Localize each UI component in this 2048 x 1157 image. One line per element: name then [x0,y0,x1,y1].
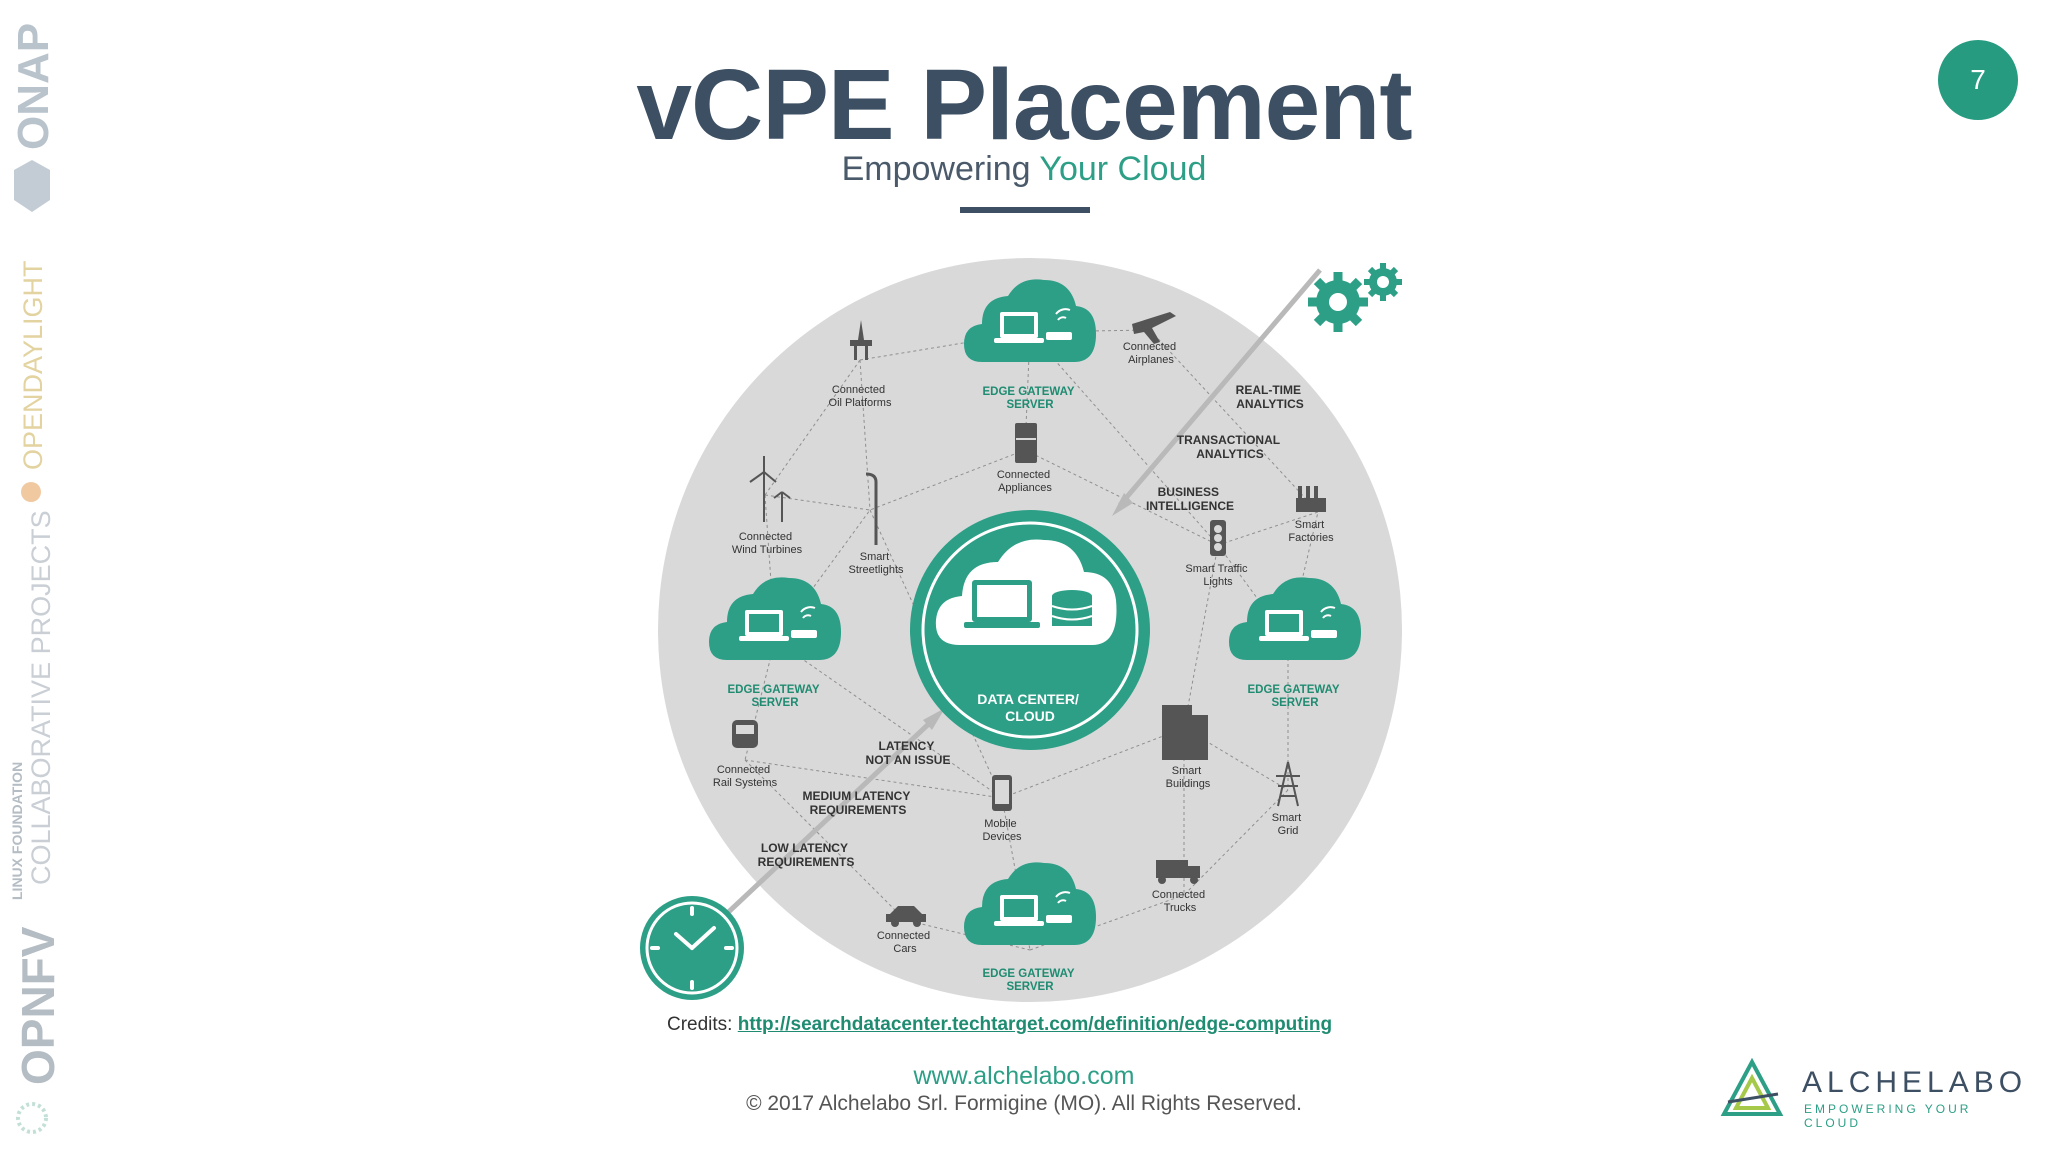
oil-platform-label: Connected Oil Platforms [829,384,892,409]
realtime-analytics-label: REAL-TIME ANALYTICS [1236,383,1305,411]
subtitle-accent: Your Cloud [1039,150,1207,188]
truck-icon [1156,860,1200,884]
mobile-device-icon [992,775,1012,811]
slide-subtitle: Empowering Your Cloud [0,148,2048,190]
linux-foundation-text: LINUX FOUNDATION [9,762,25,900]
footer-website[interactable]: www.alchelabo.com [913,1062,1135,1090]
rail-icon [732,720,758,748]
credits-link[interactable]: http://searchdatacenter.techtarget.com/d… [737,1014,1333,1035]
brand-tagline: EMPOWERING YOUR CLOUD [1804,1102,1972,1130]
power-grid-icon [1276,761,1300,807]
latency-not-issue-label: LATENCY NOT AN ISSUE [866,739,951,767]
edge-gateway-bottom-label: EDGE GATEWAY SERVER [982,968,1077,993]
factory-icon [1296,486,1326,512]
transactional-analytics-label: TRANSACTIONAL ANALYTICS [1177,433,1283,461]
onap-logo-mark [14,160,50,212]
airplane-icon [1132,312,1176,344]
opendaylight-flower-icon [21,482,41,502]
latency-arrow [718,708,945,922]
alchelabo-logo: ALCHELABO EMPOWERING YOUR CLOUD [1718,1057,2022,1130]
airplanes-label: Connected Airplanes [1123,341,1179,366]
wind-turbines-label: Connected Wind Turbines [732,531,803,556]
streetlights-label: Smart Streetlights [848,551,904,576]
edge-gateway-top-label: EDGE GATEWAY SERVER [982,386,1077,411]
footer-copyright: © 2017 Alchelabo Srl. Formigine (MO). Al… [746,1092,1302,1115]
car-icon [886,906,926,927]
onap-logo-text: ONAP [9,23,58,150]
wind-turbine-icon [749,456,791,522]
cars-label: Connected Cars [877,930,933,955]
edge-gateway-left-label: EDGE GATEWAY SERVER [727,684,822,709]
edge-computing-diagram: DATA CENTER/ CLOUD EDGE GATEWAY SERVER E… [640,258,1402,1002]
data-center-label: DATA CENTER/ CLOUD [977,691,1083,724]
mobile-devices-label: Mobile Devices [982,818,1022,843]
factories-label: Smart Factories [1288,519,1334,544]
traffic-light-icon [1210,520,1226,556]
title-underline [960,207,1090,213]
appliances-label: Connected Appliances [997,469,1053,494]
traffic-lights-label: Smart Traffic Lights [1185,563,1250,588]
clock-icon [640,896,744,1000]
credits-line: Credits: http://searchdatacenter.techtar… [667,1014,1332,1036]
smart-grid-label: Smart Grid [1272,812,1304,837]
buildings-label: Smart Buildings [1166,765,1211,790]
medium-latency-label: MEDIUM LATENCY REQUIREMENTS [803,789,914,817]
gears-icon [1308,263,1402,332]
analytics-arrow [1112,268,1322,516]
partner-logos: ONAP OPENDAYLIGHT LINUX FOUNDATION COLLA… [9,23,64,1134]
appliance-icon [1015,423,1037,463]
rail-systems-label: Connected Rail Systems [713,764,778,789]
partner-logos-sidebar: ONAP OPENDAYLIGHT LINUX FOUNDATION COLLA… [0,0,70,1152]
opnfv-logo-mark [16,1102,48,1134]
slide-title: vCPE Placement [636,49,1412,161]
opendaylight-logo-text: OPENDAYLIGHT [18,260,48,470]
credits-label: Credits: [667,1014,738,1035]
data-center-node [910,510,1150,750]
opnfv-logo-text: OPNFV [12,926,64,1085]
collaborative-projects-text: COLLABORATIVE PROJECTS [26,510,56,885]
oil-platform-icon [850,320,872,360]
alchelabo-logo-mark [1720,1057,1784,1116]
edge-gateway-right-label: EDGE GATEWAY SERVER [1247,684,1342,709]
low-latency-label: LOW LATENCY REQUIREMENTS [758,841,855,869]
building-icon [1162,705,1208,760]
brand-name: ALCHELABO [1802,1066,2028,1099]
trucks-label: Connected Trucks [1152,889,1208,914]
subtitle-prefix: Empowering [841,150,1040,188]
business-intelligence-label: BUSINESS INTELLIGENCE [1146,485,1234,513]
page-number-badge: 7 [1938,40,2018,120]
streetlight-icon [865,472,878,545]
